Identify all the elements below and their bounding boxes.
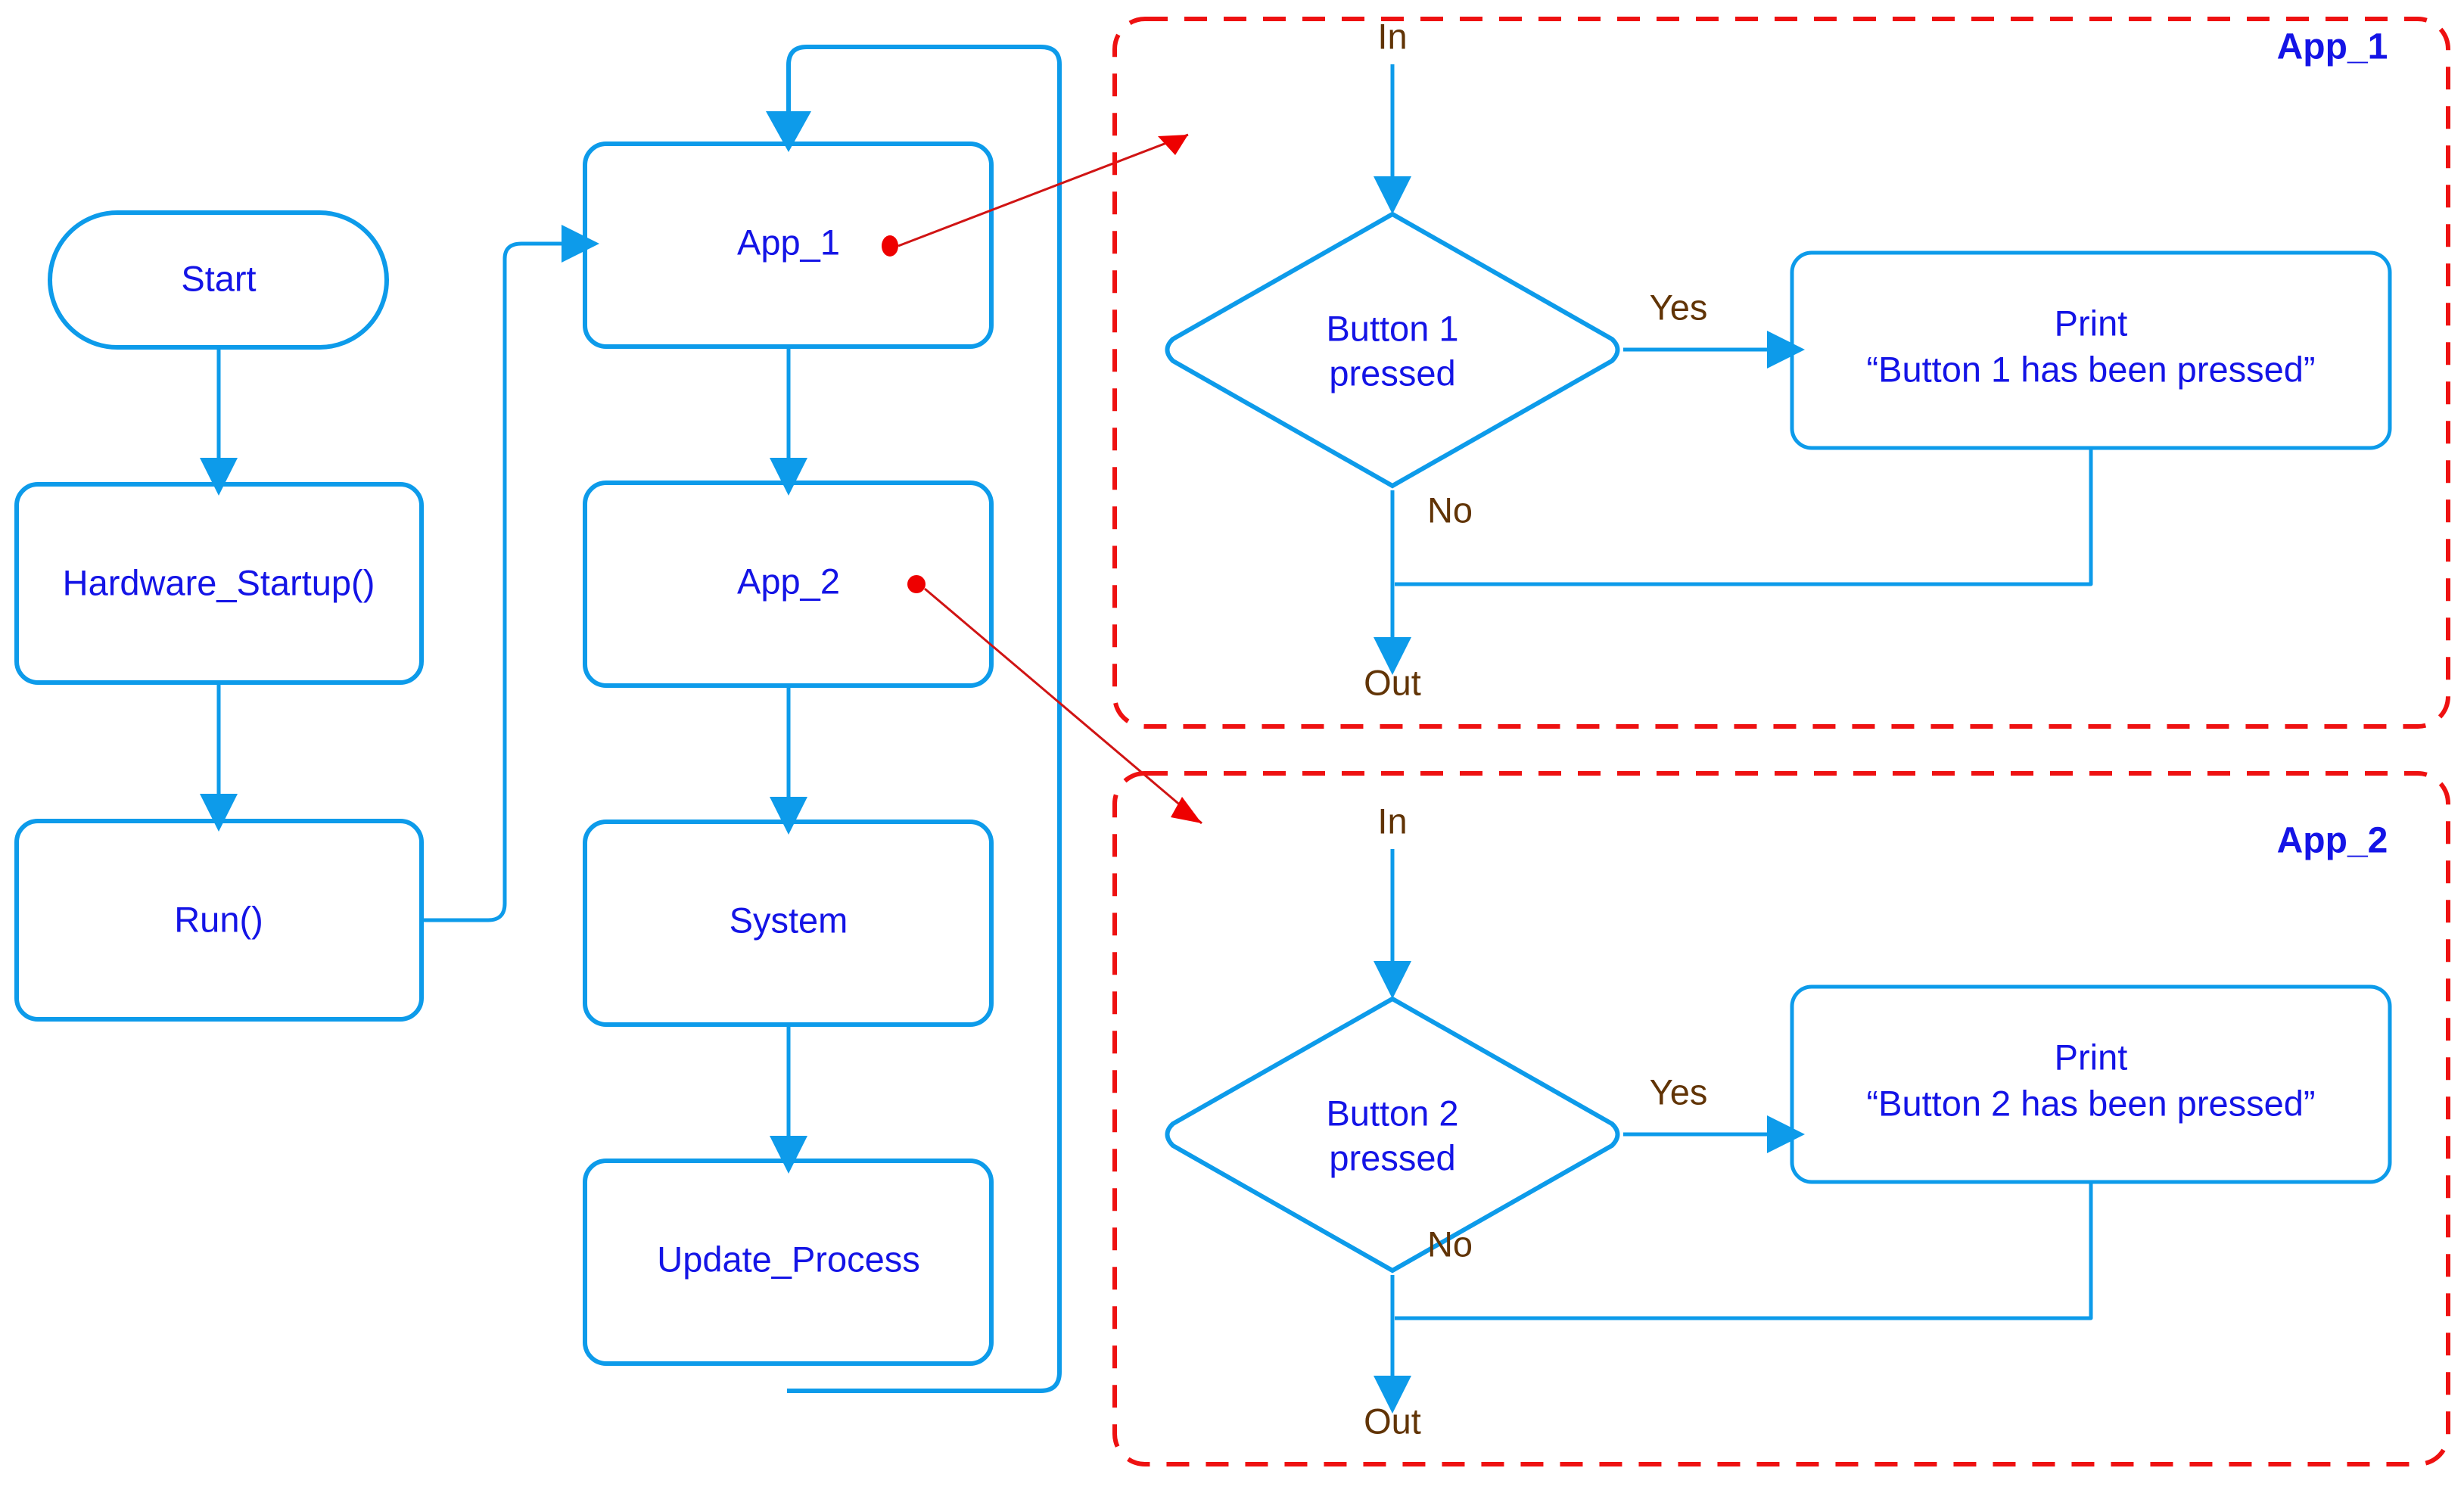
node-hardware-startup-label: Hardware_Startup() [63, 562, 375, 602]
node-system-label: System [730, 900, 848, 940]
app-2-decision-label-line2: pressed [1329, 1137, 1455, 1177]
app-2-edge-print-to-out [1395, 1183, 2093, 1320]
group-panel-app-1-title: App_1 [2277, 27, 2388, 67]
app-2-in-label: In [1377, 801, 1407, 841]
node-run-label: Run() [174, 899, 263, 939]
app-1-decision-label-line1: Button 1 [1326, 308, 1458, 348]
edge-update-process-loop-to-app-1 [766, 45, 1062, 1393]
app-1-print-label-line2: “Button 1 has been pressed” [1866, 349, 2315, 389]
node-app-2-label: App_2 [737, 561, 840, 601]
node-app-1-label: App_1 [737, 222, 840, 262]
callout-dot-app-1 [882, 235, 898, 257]
callout-leader-app-2 [924, 587, 1202, 825]
app-2-decision-button-2[interactable]: Button 2 pressed [1165, 996, 1620, 1274]
app-1-edge-print-to-out [1395, 449, 2093, 586]
app-1-in-label: In [1377, 16, 1407, 56]
app-2-yes-label: Yes [1650, 1071, 1708, 1112]
node-start-label: Start [181, 258, 256, 298]
callout-dot-app-2 [907, 575, 926, 593]
app-1-decision-button-1[interactable]: Button 1 pressed [1165, 211, 1620, 489]
node-start[interactable]: Start [48, 210, 389, 350]
app-1-out-label: Out [1364, 662, 1421, 702]
app-1-decision-label-line2: pressed [1329, 353, 1455, 393]
app-2-out-label: Out [1364, 1401, 1421, 1441]
app-1-yes-label: Yes [1650, 287, 1708, 327]
node-update-process-label: Update_Process [657, 1239, 919, 1279]
app-1-no-label: No [1427, 490, 1473, 530]
callout-leader-app-1 [898, 133, 1189, 247]
node-app-1[interactable]: App_1 [583, 142, 994, 349]
node-system[interactable]: System [583, 820, 994, 1027]
group-panel-app-1: App_1 [1112, 17, 2450, 729]
group-panel-app-2-title: App_2 [2277, 821, 2388, 861]
app-1-print-label-line1: Print [2055, 303, 2128, 343]
app-2-decision-label-line1: Button 2 [1326, 1093, 1458, 1133]
node-hardware-startup[interactable]: Hardware_Startup() [14, 482, 424, 685]
node-app-2[interactable]: App_2 [583, 481, 994, 688]
node-run[interactable]: Run() [14, 819, 424, 1022]
app-2-print-label-line1: Print [2055, 1037, 2128, 1077]
group-panel-app-2: App_2 [1112, 771, 2450, 1466]
app-1-print-action[interactable]: Print “Button 1 has been pressed” [1790, 250, 2392, 450]
app-2-no-label: No [1427, 1224, 1473, 1264]
edge-run-to-app-1 [422, 225, 599, 922]
app-2-print-label-line2: “Button 2 has been pressed” [1866, 1083, 2315, 1123]
app-2-print-action[interactable]: Print “Button 2 has been pressed” [1790, 984, 2392, 1184]
node-update-process[interactable]: Update_Process [583, 1159, 994, 1366]
